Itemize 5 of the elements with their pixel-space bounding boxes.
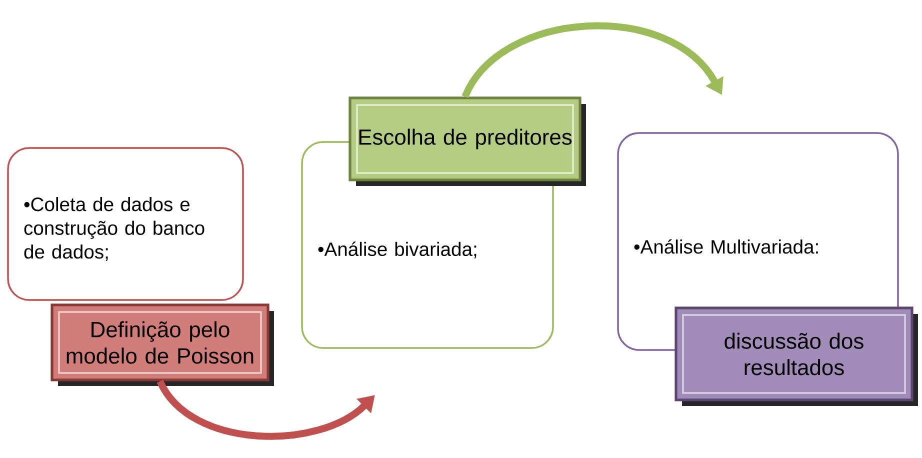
step-tab: Definição pelo modelo de Poisson — [50, 304, 274, 386]
step-card: •Coleta de dados e construção do banco de dados; — [7, 147, 244, 301]
step-tab: discussão dos resultados — [674, 306, 918, 406]
curved-arrow — [462, 22, 724, 98]
step-tab: Escolha de preditores — [348, 96, 586, 186]
